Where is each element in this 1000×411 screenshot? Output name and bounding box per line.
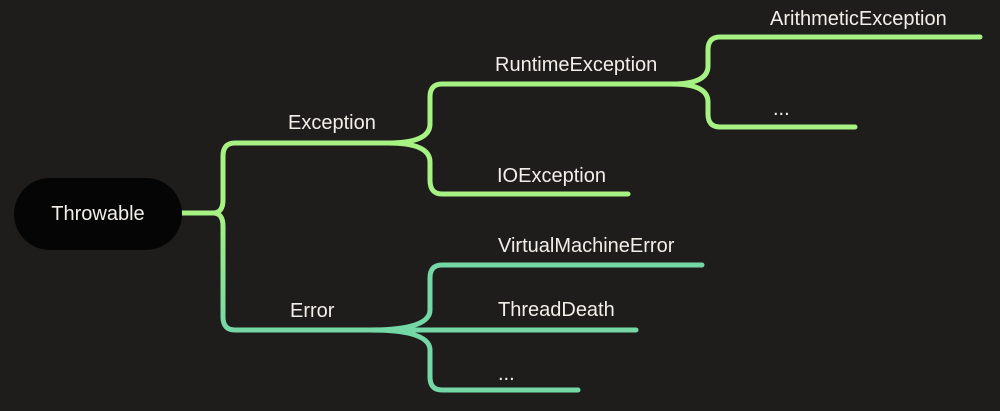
edge-throwable-error — [179, 210, 373, 333]
root-node-throwable[interactable]: Throwable — [14, 178, 182, 250]
edge-runtime-arithmetic — [669, 34, 983, 87]
edge-exception-io — [385, 140, 631, 197]
node-runtime-more[interactable]: ... — [773, 98, 790, 120]
edge-throwable-exception — [179, 140, 391, 216]
node-runtime-exception[interactable]: RuntimeException — [495, 54, 658, 76]
edge-runtime-more — [669, 81, 858, 130]
node-io-exception[interactable]: IOException — [497, 165, 606, 187]
root-node-label: Throwable — [51, 202, 145, 225]
edge-error-more — [367, 327, 581, 393]
node-arithmetic-exception[interactable]: ArithmeticException — [770, 8, 947, 30]
node-error-more[interactable]: ... — [498, 363, 515, 385]
edge-exception-runtime — [385, 81, 675, 146]
node-error[interactable]: Error — [290, 300, 335, 322]
node-thread-death[interactable]: ThreadDeath — [498, 299, 615, 321]
node-virtual-machine-error[interactable]: VirtualMachineError — [498, 235, 675, 257]
node-exception[interactable]: Exception — [288, 112, 376, 134]
